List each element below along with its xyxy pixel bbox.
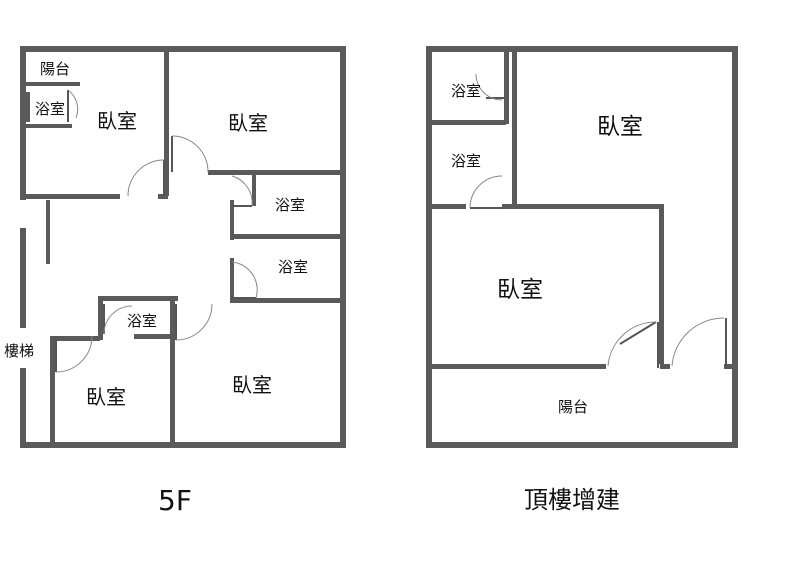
wall bbox=[232, 234, 346, 239]
wall bbox=[502, 204, 664, 209]
wall bbox=[426, 46, 738, 52]
wall bbox=[208, 170, 346, 175]
room-label-bath: 浴室 bbox=[278, 258, 308, 276]
floor-caption-rooftop: 頂樓增建 bbox=[524, 486, 620, 514]
plan-rooftop: 浴室 浴室 臥室 臥室 陽台 頂樓增建 bbox=[426, 46, 738, 514]
wall bbox=[512, 46, 517, 208]
door bbox=[103, 304, 133, 335]
door bbox=[171, 135, 209, 173]
wall bbox=[426, 46, 432, 448]
room-label-balcony: 陽台 bbox=[40, 60, 70, 78]
room-label-bedroom: 臥室 bbox=[497, 277, 543, 303]
floor-caption-5f: 5F bbox=[158, 484, 192, 517]
room-label-bedroom: 臥室 bbox=[597, 114, 643, 140]
room-label-bath: 浴室 bbox=[451, 82, 481, 100]
room-label-bedroom: 臥室 bbox=[228, 111, 268, 135]
wall bbox=[426, 364, 606, 369]
wall bbox=[426, 442, 738, 448]
door bbox=[607, 321, 659, 368]
wall bbox=[230, 298, 346, 303]
door bbox=[67, 89, 79, 122]
wall bbox=[98, 296, 103, 340]
wall bbox=[20, 368, 26, 448]
door bbox=[127, 159, 165, 197]
wall bbox=[426, 120, 506, 125]
wall bbox=[426, 204, 466, 209]
room-label-bath: 浴室 bbox=[35, 100, 65, 118]
wall bbox=[659, 204, 664, 364]
door bbox=[231, 175, 253, 207]
wall bbox=[170, 300, 175, 448]
wall bbox=[50, 336, 100, 341]
room-label-balcony: 陽台 bbox=[558, 398, 588, 416]
door bbox=[469, 175, 503, 209]
room-label-bedroom: 臥室 bbox=[232, 373, 272, 397]
wall bbox=[252, 170, 256, 206]
wall bbox=[660, 364, 670, 369]
stair-rail bbox=[46, 200, 50, 264]
plan-5f: 陽台 浴室 臥室 臥室 浴室 浴室 浴室 樓梯 臥室 臥室 5F bbox=[4, 46, 346, 517]
wall bbox=[134, 334, 174, 339]
wall bbox=[20, 46, 346, 52]
door bbox=[671, 317, 727, 368]
room-label-bath: 浴室 bbox=[451, 152, 481, 170]
wall bbox=[340, 46, 346, 448]
wall bbox=[230, 258, 234, 302]
wall bbox=[50, 336, 55, 448]
wall bbox=[20, 228, 26, 328]
room-label-stairs: 樓梯 bbox=[4, 342, 34, 360]
room-label-bath: 浴室 bbox=[275, 196, 305, 214]
room-label-bedroom: 臥室 bbox=[97, 109, 137, 133]
wall bbox=[26, 92, 30, 122]
wall bbox=[20, 124, 72, 128]
wall bbox=[20, 194, 120, 199]
room-label-bedroom: 臥室 bbox=[86, 385, 126, 409]
door bbox=[55, 335, 93, 373]
wall bbox=[504, 46, 509, 124]
wall bbox=[98, 296, 178, 301]
wall bbox=[20, 442, 346, 448]
door bbox=[231, 261, 258, 299]
wall bbox=[230, 200, 234, 240]
wall bbox=[20, 82, 80, 86]
wall bbox=[164, 46, 169, 196]
wall bbox=[732, 46, 738, 448]
room-label-bath: 浴室 bbox=[127, 312, 157, 330]
door bbox=[475, 73, 504, 101]
wall bbox=[20, 46, 26, 200]
door bbox=[175, 303, 213, 341]
wall bbox=[724, 364, 738, 369]
wall bbox=[158, 194, 168, 199]
